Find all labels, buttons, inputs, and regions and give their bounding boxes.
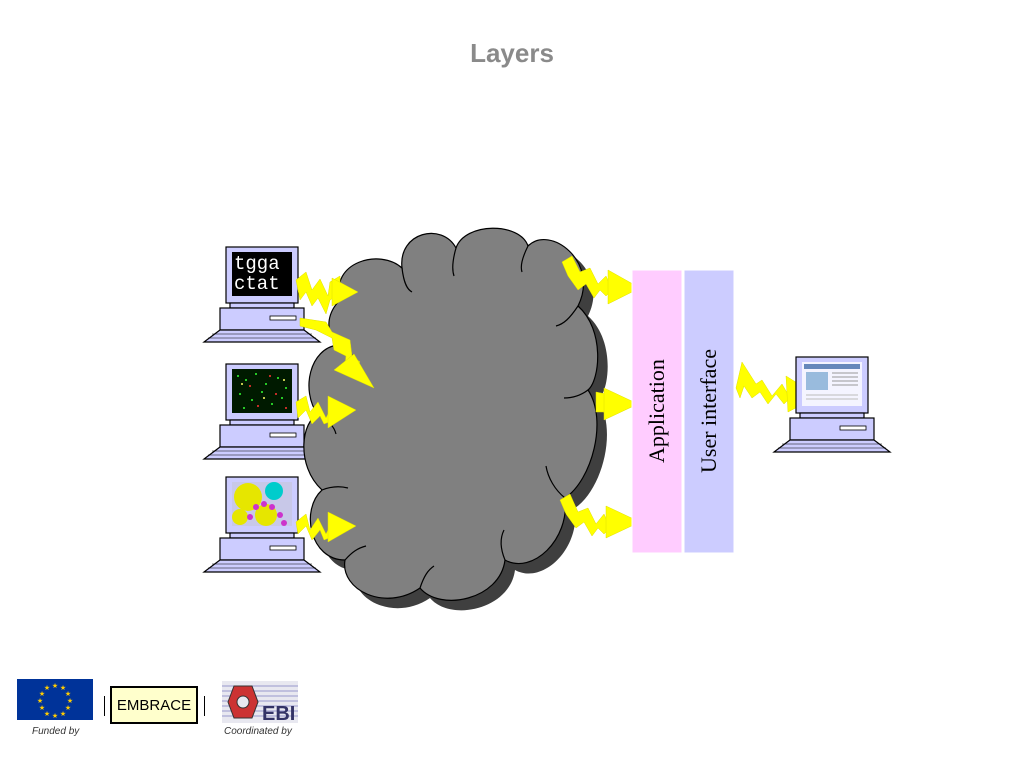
svg-text:★: ★ bbox=[65, 690, 71, 698]
arrow-molecule-to-cloud bbox=[295, 511, 357, 543]
embrace-logo: EMBRACE bbox=[110, 686, 198, 724]
arrow-microarray-to-cloud bbox=[295, 395, 357, 429]
microarray-computer bbox=[203, 363, 321, 460]
arrow-cloud-to-application-bottom bbox=[559, 493, 641, 539]
arrow-cloud-to-application-top bbox=[561, 255, 641, 305]
molecule-computer bbox=[203, 476, 321, 573]
arrow-sequence-to-cloud bbox=[295, 271, 359, 315]
user-computer bbox=[773, 356, 891, 453]
svg-text:★: ★ bbox=[67, 697, 73, 705]
page-title: Layers bbox=[470, 38, 554, 68]
svg-text:★: ★ bbox=[60, 684, 66, 692]
coordinated-by-caption: Coordinated by bbox=[224, 726, 292, 737]
arrow-sequence-down-to-cloud bbox=[299, 317, 375, 389]
svg-text:★: ★ bbox=[44, 684, 50, 692]
ebi-text: EBI bbox=[262, 703, 295, 725]
funded-by-caption: Funded by bbox=[32, 726, 80, 737]
user-interface-label: User interface bbox=[696, 349, 721, 474]
svg-text:★: ★ bbox=[52, 682, 58, 690]
sequence-computer: tgga ctat bbox=[203, 246, 321, 343]
data-flow-arrows bbox=[295, 255, 819, 543]
svg-text:★: ★ bbox=[60, 710, 66, 718]
sequence-line-2: ctat bbox=[234, 273, 280, 295]
arrow-cloud-to-application-middle bbox=[595, 387, 639, 421]
divider-left bbox=[104, 696, 105, 716]
divider-right bbox=[204, 696, 205, 716]
application-layer bbox=[631, 269, 683, 554]
user-interface-layer bbox=[683, 269, 735, 554]
svg-text:★: ★ bbox=[52, 712, 58, 720]
svg-text:★: ★ bbox=[65, 704, 71, 712]
svg-text:★: ★ bbox=[44, 710, 50, 718]
sequence-line-1: tgga bbox=[234, 253, 280, 275]
data-cloud bbox=[303, 227, 608, 611]
eu-flag-logo: ★ ★ ★ ★ ★ ★ ★ ★ ★ ★ ★ ★ bbox=[17, 679, 93, 720]
svg-text:★: ★ bbox=[39, 690, 45, 698]
svg-text:★: ★ bbox=[37, 697, 43, 705]
application-label: Application bbox=[644, 359, 669, 464]
ebi-logo: EBI bbox=[222, 681, 298, 725]
svg-text:★: ★ bbox=[39, 704, 45, 712]
